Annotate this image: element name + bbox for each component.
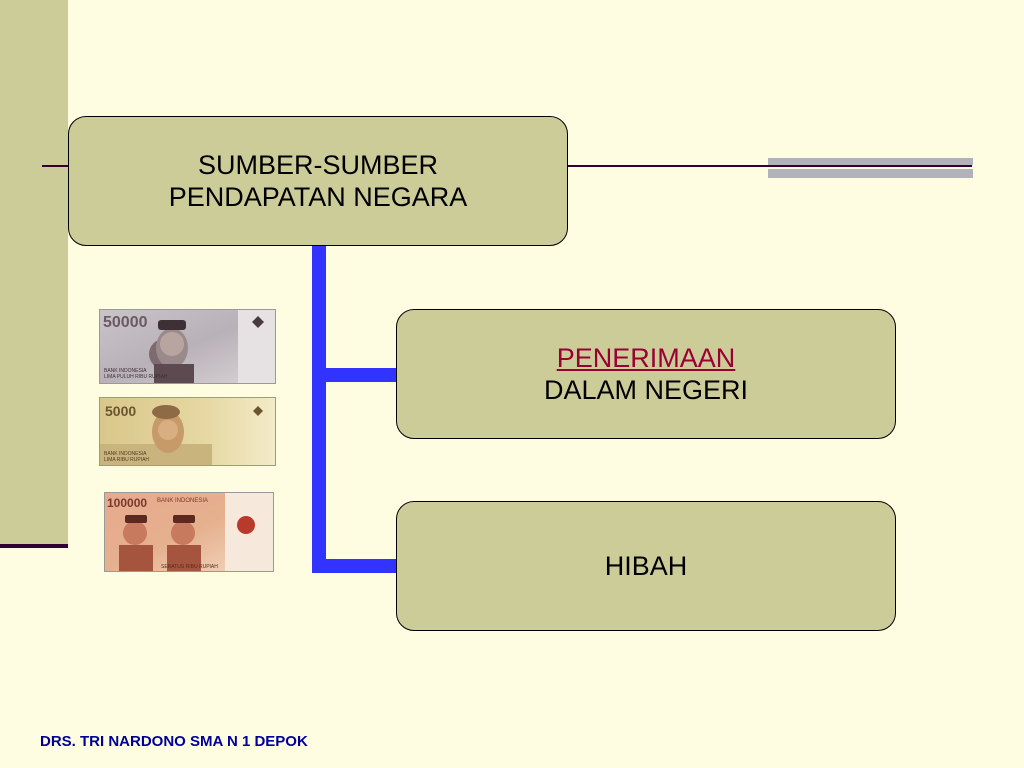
banknote-5000-bank: BANK INDONESIA [104, 451, 147, 457]
banknote-100000-value: 100000 [107, 496, 147, 510]
footer-credit: DRS. TRI NARDONO SMA N 1 DEPOK [40, 733, 308, 750]
grey-accent-stripes [768, 158, 973, 179]
root-node-box: SUMBER-SUMBER PENDAPATAN NEGARA [68, 116, 568, 246]
banknote-50000-value: 50000 [103, 314, 148, 331]
banknote-100000-words: SERATUS RIBU RUPIAH [161, 564, 218, 570]
penerimaan-line2: DALAM NEGERI [543, 375, 749, 405]
connector-vertical [312, 246, 326, 572]
root-node-line1: SUMBER-SUMBER [197, 150, 439, 180]
penerimaan-link[interactable]: PENERIMAAN [556, 343, 736, 373]
connector-to-hibah [312, 559, 396, 573]
banknote-5000-words: LIMA RIBU RUPIAH [104, 457, 149, 463]
branch-node-hibah: HIBAH [396, 501, 896, 631]
banknote-50000-words: LIMA PULUH RIBU RUPIAH [104, 374, 168, 380]
left-decor-rule [0, 544, 68, 548]
connector-to-penerimaan [312, 368, 396, 382]
banknote-50000-bank: BANK INDONESIA [104, 368, 147, 374]
banknote-50000-image: 50000 BANK INDONESIA LIMA PULUH RIBU RUP… [99, 309, 276, 384]
hibah-label: HIBAH [604, 551, 688, 581]
root-node-line2: PENDAPATAN NEGARA [168, 182, 468, 212]
banknote-5000-value: 5000 [105, 403, 136, 419]
branch-node-penerimaan: PENERIMAAN DALAM NEGERI [396, 309, 896, 439]
banknote-100000-bank: BANK INDONESIA [157, 498, 208, 504]
left-decor-bar [0, 0, 68, 548]
banknote-5000-image: 5000 BANK INDONESIA LIMA RIBU RUPIAH [99, 397, 276, 466]
banknote-100000-image: 100000 BANK INDONESIA SERATUS RIBU RUPIA… [104, 492, 274, 572]
